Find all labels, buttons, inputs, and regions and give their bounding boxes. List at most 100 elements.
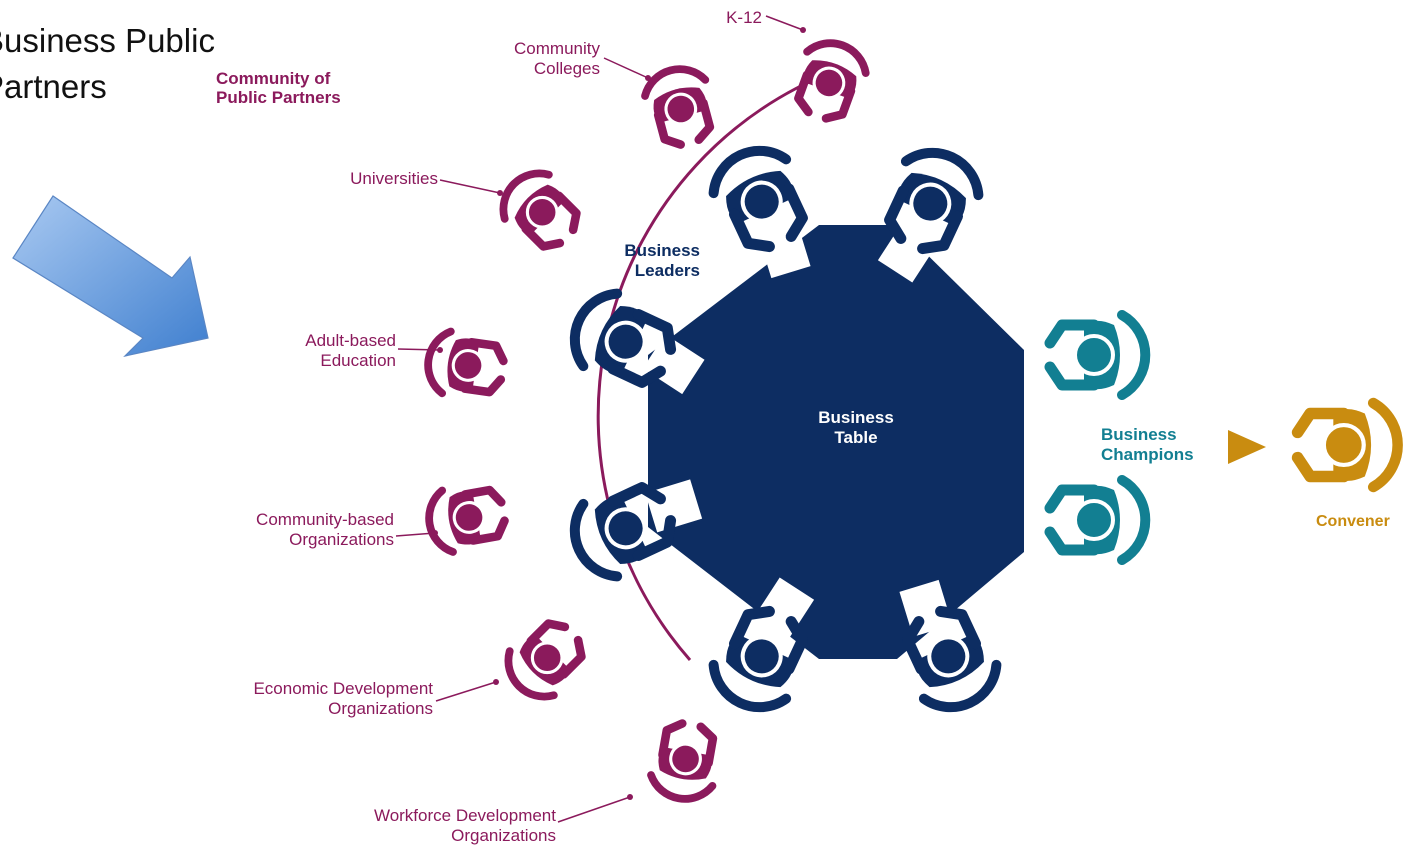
community-label-line2: Public Partners bbox=[216, 88, 341, 107]
leader-line bbox=[395, 532, 436, 537]
partner-label-community-orgs-1: Community-based bbox=[256, 510, 394, 529]
left-arm bbox=[821, 86, 856, 123]
chair-back bbox=[641, 65, 710, 100]
right-arm bbox=[521, 224, 565, 251]
business-leader-seat bbox=[877, 147, 984, 283]
left-arm bbox=[729, 605, 775, 650]
leader-line bbox=[765, 15, 804, 31]
chair-back bbox=[708, 145, 792, 199]
right-arm bbox=[783, 616, 808, 675]
chair-back bbox=[1117, 475, 1151, 565]
chair-back bbox=[918, 659, 1002, 713]
pointing-arrow-icon bbox=[12, 195, 209, 358]
right-arm bbox=[1044, 484, 1100, 514]
head bbox=[669, 742, 702, 776]
head bbox=[1073, 499, 1115, 541]
right-arm bbox=[884, 185, 909, 244]
business-champions-label-line1: Business bbox=[1101, 425, 1177, 444]
business-leaders-label-line2: Leaders bbox=[635, 261, 700, 280]
left-arm bbox=[526, 619, 570, 646]
head bbox=[740, 180, 783, 223]
leader-line bbox=[397, 348, 441, 351]
head bbox=[604, 320, 647, 363]
left-arm bbox=[694, 98, 715, 145]
head bbox=[1321, 422, 1366, 468]
business-champion-seat bbox=[1044, 310, 1151, 400]
seats-layer bbox=[424, 39, 1403, 803]
right-arm bbox=[607, 363, 666, 388]
head bbox=[909, 182, 952, 225]
leader-line bbox=[557, 796, 631, 823]
right-arm bbox=[460, 375, 506, 397]
chair-back bbox=[424, 327, 455, 398]
left-arm bbox=[554, 191, 581, 235]
paper-sheet bbox=[877, 220, 938, 283]
business-table-shape bbox=[648, 225, 1024, 659]
public-partner-seat bbox=[647, 719, 718, 803]
head bbox=[452, 501, 486, 534]
left-arm bbox=[607, 482, 666, 507]
left-arm bbox=[1291, 451, 1350, 483]
chair-back bbox=[1117, 310, 1151, 400]
left-arm bbox=[917, 210, 963, 255]
chair-back bbox=[504, 647, 558, 701]
right-arm bbox=[653, 110, 685, 149]
left-arm bbox=[1044, 526, 1100, 556]
business-champions-label-line2: Champions bbox=[1101, 445, 1194, 464]
right-arm bbox=[729, 208, 775, 253]
right-arm bbox=[1044, 319, 1100, 349]
business-leader-seat bbox=[569, 479, 703, 582]
left-arm bbox=[658, 719, 687, 760]
right-arm bbox=[559, 635, 586, 679]
triangle-right-icon bbox=[1228, 430, 1266, 464]
right-arm bbox=[794, 70, 813, 117]
leader-dot bbox=[493, 679, 499, 685]
left-arm bbox=[1044, 361, 1100, 391]
head bbox=[604, 507, 647, 550]
head bbox=[1073, 334, 1115, 376]
leader-dot bbox=[437, 347, 443, 353]
partner-label-k12: K-12 bbox=[726, 8, 762, 27]
partner-label-economic-dev-2: Organizations bbox=[328, 699, 433, 718]
leader-line bbox=[439, 179, 501, 194]
leader-dot bbox=[800, 27, 806, 33]
chair-back bbox=[708, 659, 792, 713]
leader-line bbox=[603, 57, 649, 79]
partner-leader-lines bbox=[395, 15, 806, 823]
head bbox=[812, 66, 846, 100]
left-arm bbox=[783, 183, 808, 242]
paper-sheet bbox=[642, 334, 705, 395]
partner-label-adult-education-2: Education bbox=[320, 351, 396, 370]
head bbox=[740, 635, 783, 678]
partner-label-adult-education-1: Adult-based bbox=[305, 331, 396, 350]
partner-label-community-orgs-2: Organizations bbox=[289, 530, 394, 549]
business-leader-seat bbox=[708, 145, 811, 279]
partner-label-economic-dev-1: Economic Development bbox=[253, 679, 433, 698]
public-partner-seat bbox=[641, 65, 715, 149]
chair-back bbox=[569, 288, 623, 372]
head bbox=[525, 195, 559, 229]
head bbox=[927, 635, 970, 678]
left-arm bbox=[902, 616, 927, 675]
chair-back bbox=[803, 39, 870, 77]
public-partner-seat bbox=[794, 39, 870, 123]
head bbox=[530, 641, 564, 675]
partner-label-community-colleges-2: Colleges bbox=[534, 59, 600, 78]
partner-label-community-colleges-1: Community bbox=[514, 39, 600, 58]
left-arm bbox=[632, 309, 677, 355]
partner-label-workforce-dev-1: Workforce Development bbox=[374, 806, 556, 825]
partner-label-workforce-dev-2: Organizations bbox=[451, 826, 556, 845]
public-partner-seat bbox=[499, 169, 581, 251]
public-partner-seat bbox=[504, 619, 586, 701]
right-arm bbox=[935, 605, 981, 650]
partner-label-universities: Universities bbox=[350, 169, 438, 188]
left-arm bbox=[467, 337, 508, 366]
chair-back bbox=[569, 498, 623, 582]
leader-dot bbox=[627, 794, 633, 800]
right-arm bbox=[1291, 407, 1350, 439]
community-label-line1: Community of bbox=[216, 69, 331, 88]
business-champion-seat bbox=[1044, 475, 1151, 565]
business-table-label-line1: Business bbox=[818, 408, 894, 427]
